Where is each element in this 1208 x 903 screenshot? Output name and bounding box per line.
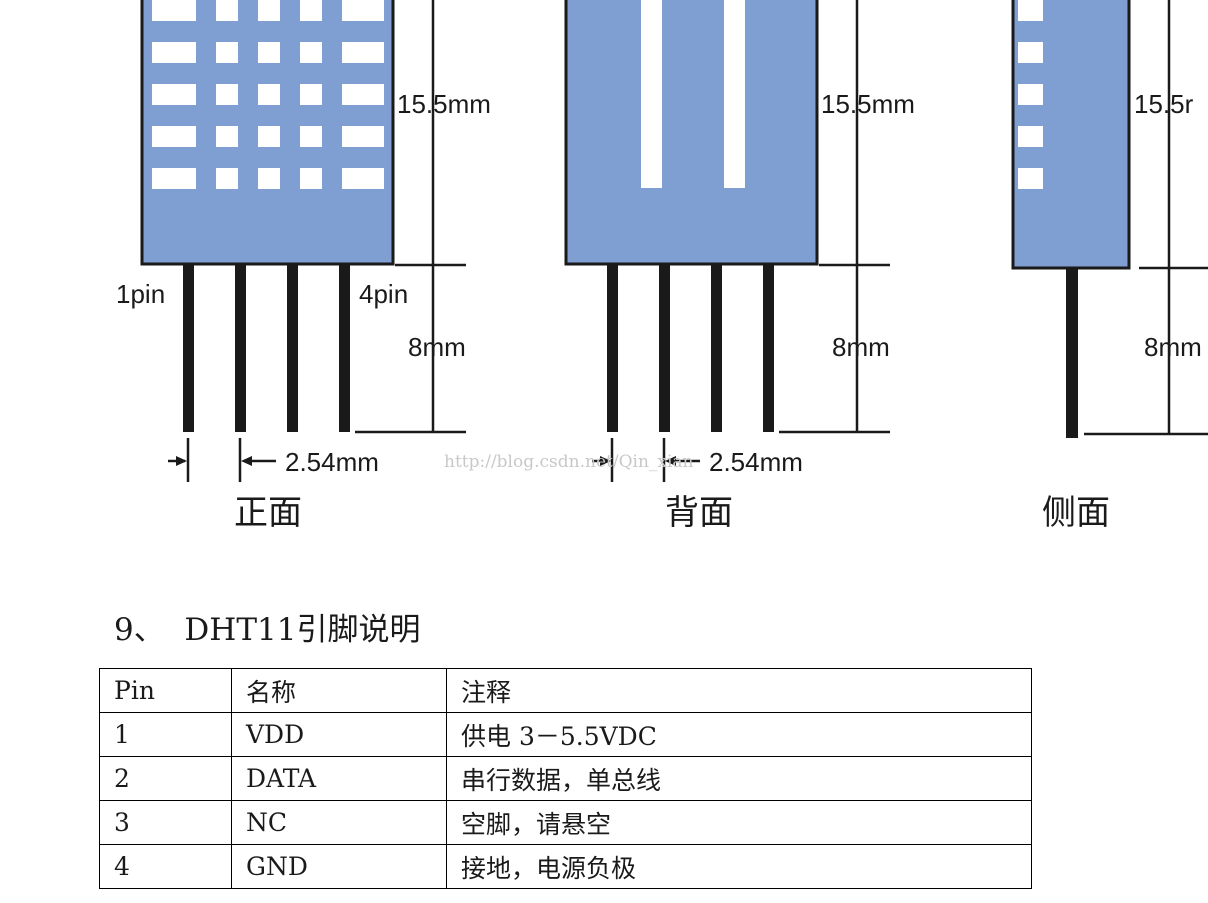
pin-description-table: Pin 名称 注释 1 VDD 供电 3－5.5VDC 2 DATA 串行数据，… bbox=[99, 668, 1032, 889]
back-dimension-lines bbox=[592, 0, 890, 482]
table-row: 1 VDD 供电 3－5.5VDC bbox=[99, 712, 1032, 757]
table-row: 4 GND 接地，电源负极 bbox=[99, 844, 1032, 889]
front-pitch-arrow-left bbox=[176, 456, 187, 466]
table-cell-pin: 1 bbox=[99, 712, 232, 757]
back-slot-right bbox=[724, 0, 745, 188]
table-cell-note: 串行数据，单总线 bbox=[446, 756, 1032, 801]
front-pin1-label: 1pin bbox=[116, 279, 165, 309]
table-cell-name: VDD bbox=[231, 712, 447, 757]
header-cell-name: 名称 bbox=[231, 668, 447, 713]
back-body-height-label: 15.5mm bbox=[821, 89, 915, 119]
table-row: 2 DATA 串行数据，单总线 bbox=[99, 756, 1032, 801]
side-vents bbox=[1018, 0, 1043, 189]
table-header-row: Pin 名称 注释 bbox=[99, 668, 1032, 713]
side-pin bbox=[1066, 268, 1078, 438]
front-pitch-arrow-right bbox=[241, 456, 252, 466]
back-slot-left bbox=[641, 0, 662, 188]
table-cell-pin: 3 bbox=[99, 800, 232, 845]
side-view: 15.5r 8mm 侧面 bbox=[1011, 0, 1208, 533]
back-pitch-arrow-left bbox=[600, 456, 611, 466]
back-view: 15.5mm 8mm 2.54mm 背面 bbox=[564, 0, 915, 533]
back-pitch-arrow-right bbox=[665, 456, 676, 466]
back-pins bbox=[607, 264, 774, 432]
front-dimension-lines bbox=[168, 0, 466, 482]
side-view-label: 侧面 bbox=[1042, 493, 1110, 533]
back-sensor-body bbox=[564, 0, 819, 266]
watermark: http://blog.csdn.net/Qin_xian bbox=[444, 452, 694, 472]
back-pin-length-label: 8mm bbox=[832, 332, 890, 362]
front-pin-length-label: 8mm bbox=[408, 332, 466, 362]
table-cell-name: GND bbox=[231, 844, 447, 889]
table-row: 3 NC 空脚，请悬空 bbox=[99, 800, 1032, 845]
table-cell-note: 供电 3－5.5VDC bbox=[446, 712, 1032, 757]
front-pin4-label: 4pin bbox=[359, 279, 408, 309]
dht11-dimension-diagram: 15.5mm 8mm 1pin 4pin 2.54mm 正面 15.5mm 8m bbox=[116, 0, 1208, 533]
front-grille-vents bbox=[152, 0, 384, 189]
table-cell-pin: 2 bbox=[99, 756, 232, 801]
side-dimension-lines bbox=[1084, 0, 1208, 436]
back-view-label: 背面 bbox=[665, 493, 733, 533]
side-body-height-label: 15.5r bbox=[1134, 89, 1194, 119]
front-view: 15.5mm 8mm 1pin 4pin 2.54mm 正面 bbox=[116, 0, 491, 533]
front-view-label: 正面 bbox=[234, 493, 302, 533]
front-body-height-label: 15.5mm bbox=[397, 89, 491, 119]
table-cell-pin: 4 bbox=[99, 844, 232, 889]
header-cell-pin: Pin bbox=[99, 668, 232, 713]
back-pitch-label: 2.54mm bbox=[709, 447, 803, 477]
table-cell-note: 接地，电源负极 bbox=[446, 844, 1032, 889]
front-pins bbox=[183, 264, 350, 432]
table-cell-note: 空脚，请悬空 bbox=[446, 800, 1032, 845]
front-pitch-label: 2.54mm bbox=[285, 447, 379, 477]
table-cell-name: DATA bbox=[231, 756, 447, 801]
header-cell-note: 注释 bbox=[446, 668, 1032, 713]
section-heading: 9、 DHT11引脚说明 bbox=[114, 612, 421, 648]
side-pin-length-label: 8mm bbox=[1144, 332, 1202, 362]
table-cell-name: NC bbox=[231, 800, 447, 845]
